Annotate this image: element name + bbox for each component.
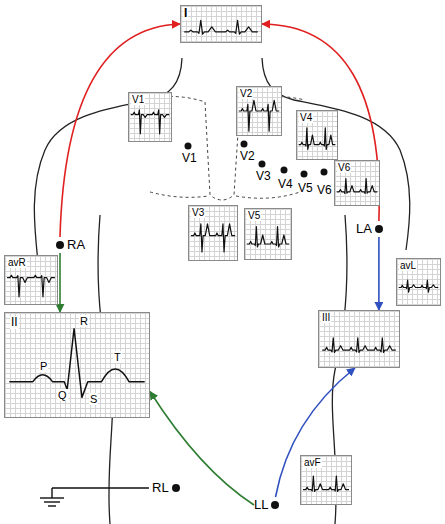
ecg-strip: V6 (334, 160, 380, 206)
ground-symbol (44, 501, 60, 502)
electrode-position: V4 (278, 178, 293, 191)
ecg-trace (337, 179, 377, 194)
ground-symbol (48, 505, 56, 506)
ecg-trace (247, 227, 289, 248)
ecg-strip: III (318, 310, 400, 368)
ecg-strip: I (180, 5, 262, 43)
lead-name: V3 (191, 207, 205, 218)
sternum-outline (205, 102, 240, 200)
ecg-trace (299, 128, 336, 150)
wave-label: S (89, 393, 98, 405)
chest-electrode-dot (281, 167, 288, 174)
ecg-waveform (181, 6, 261, 42)
electrode-position: V3 (256, 170, 271, 183)
wave-label: Q (57, 389, 68, 401)
electrode-name: RA (67, 237, 85, 253)
ecg-strip: II R P T Q S (4, 312, 150, 418)
ecg-strip: avF (300, 455, 352, 505)
ecg-strip: avL (396, 258, 441, 306)
ecg-trace (9, 329, 144, 398)
lead-arrow (60, 24, 180, 237)
rib-outline (150, 192, 208, 197)
lead-name: V6 (337, 162, 351, 173)
ecg-trace (322, 338, 396, 353)
lead-name: V5 (247, 210, 261, 221)
electrode-position: V5 (298, 182, 313, 195)
electrode: LA (356, 221, 383, 237)
electrode-dot (375, 225, 383, 233)
chest-electrode-dot (259, 161, 266, 168)
lead-name: avR (7, 257, 27, 268)
electrode-name: RL (152, 480, 169, 496)
chest-electrode-dot (185, 143, 192, 150)
electrode-dot (172, 484, 180, 492)
electrode: LL (254, 497, 279, 513)
electrode-position: V2 (240, 150, 255, 163)
electrode: RL (152, 480, 180, 496)
lead-name: avF (303, 457, 322, 468)
lead-name: avL (399, 260, 417, 271)
ecg-trace (191, 224, 235, 252)
wave-label: P (39, 360, 48, 372)
wave-label: T (113, 351, 122, 363)
ground-wire (52, 487, 149, 488)
ecg-trace (184, 20, 258, 34)
lead-name: V2 (239, 88, 253, 99)
electrode: RA (56, 237, 85, 253)
ground-symbol (40, 497, 64, 498)
ecg-strip: V1 (128, 92, 172, 142)
ecg-strip: V4 (296, 110, 338, 160)
ecg-trace (399, 280, 439, 292)
ecg-trace (131, 110, 170, 134)
chest-electrode-dot (241, 141, 248, 148)
chest-electrode-dot (321, 169, 328, 176)
rib-outline (236, 192, 300, 198)
wave-label: R (79, 315, 89, 327)
ecg-strip: V5 (244, 208, 292, 260)
electrode-position: V6 (317, 184, 332, 197)
ecg-trace (239, 100, 279, 131)
chest-electrode-dot (301, 171, 308, 178)
ecg-strip: V3 (188, 205, 238, 261)
ecg-strip: avR (4, 255, 58, 305)
lead-arrow (59, 253, 61, 312)
lead-name: III (321, 312, 331, 323)
electrode-position: V1 (182, 152, 197, 165)
lead-arrow (378, 237, 380, 310)
lead-arrow (150, 392, 254, 506)
ecg-strip: V2 (236, 86, 282, 136)
electrode-name: LL (254, 497, 268, 513)
ecg-trace (7, 275, 55, 297)
ecg-waveform (5, 313, 149, 417)
lead-name: V4 (299, 112, 313, 123)
electrode-dot (56, 241, 64, 249)
body-outline (34, 58, 182, 262)
lead-name: II (10, 316, 19, 329)
electrode-dot (271, 501, 279, 509)
ground-symbol (51, 488, 52, 498)
lead-name: I (183, 7, 188, 20)
ecg-trace (303, 476, 349, 491)
lead-name: V1 (131, 94, 145, 105)
electrode-name: LA (356, 221, 372, 237)
